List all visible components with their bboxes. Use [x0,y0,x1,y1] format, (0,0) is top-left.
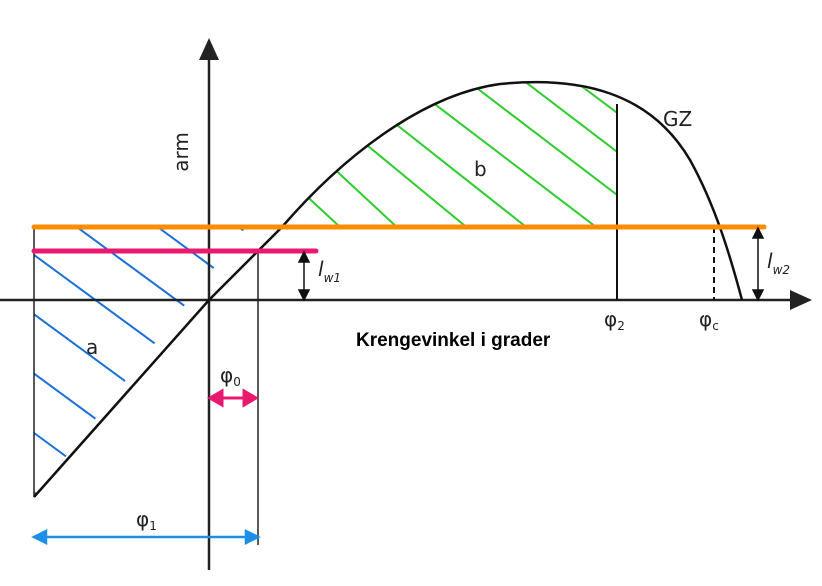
phi2-label: φ2 [604,307,625,333]
x-axis-arrow [790,290,812,310]
x-axis-label: Krengevinkel i grader [356,330,551,351]
lw2-dimension [751,226,765,302]
phi1-label: φ1 [136,507,157,533]
y-axis-arrow [199,38,219,60]
lw2-label: lw2 [767,249,790,277]
gz-label: GZ [663,107,692,131]
lw1-label: lw1 [318,257,341,285]
phi0-arrow [207,388,259,408]
lw1-dimension [297,250,311,302]
y-axis-label: arm [169,132,193,172]
phi0-label: φ0 [220,363,241,389]
phi1-arrow [31,528,261,546]
area-a-label: a [86,335,98,359]
area-b-label: b [474,157,487,181]
phic-label: φc [699,307,719,333]
gz-curve [33,80,744,498]
area-b-hatching [282,82,617,228]
